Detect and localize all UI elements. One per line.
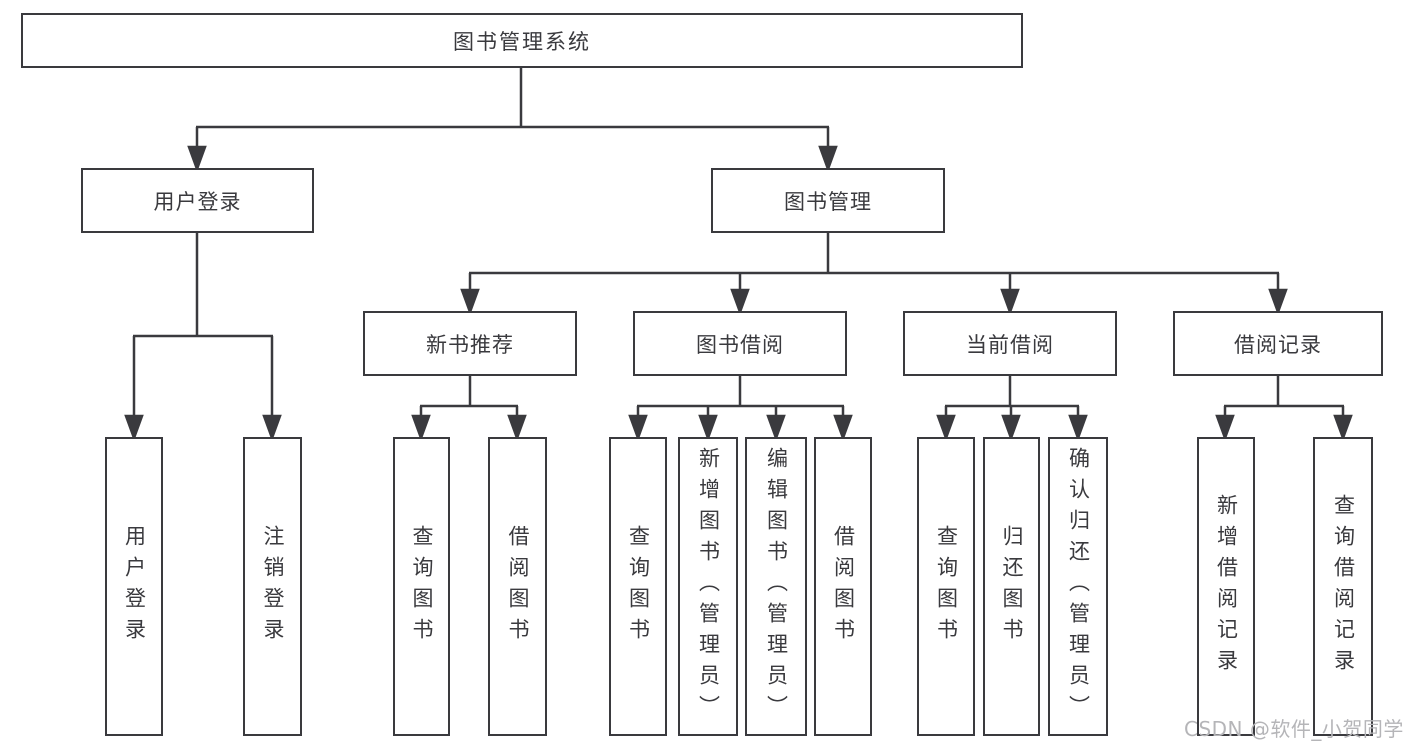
node-new-book-recommend: 新书推荐	[363, 311, 577, 376]
leaf-label: 新增图书（管理员）	[696, 447, 721, 726]
leaf-label: 新增借阅记录	[1214, 493, 1239, 680]
node-user-login: 用户登录	[81, 168, 314, 233]
leaf-query-books-recommend: 查询图书	[393, 437, 450, 736]
node-label: 图书管理系统	[453, 29, 591, 54]
node-current-borrowing: 当前借阅	[903, 311, 1117, 376]
node-library-management-system: 图书管理系统	[21, 13, 1023, 68]
leaf-label: 归还图书	[1000, 524, 1024, 649]
leaf-label: 查询借阅记录	[1331, 493, 1356, 680]
node-book-borrowing: 图书借阅	[633, 311, 847, 376]
leaf-edit-book-admin: 编辑图书（管理员）	[745, 437, 807, 736]
node-book-management: 图书管理	[711, 168, 945, 233]
leaf-label: 查询图书	[934, 524, 959, 649]
leaf-label: 查询图书	[626, 524, 651, 649]
leaf-confirm-return-admin: 确认归还（管理员）	[1048, 437, 1108, 736]
leaf-logout: 注销登录	[243, 437, 302, 736]
node-label: 图书管理	[784, 189, 872, 214]
leaf-borrow-books-recommend: 借阅图书	[488, 437, 547, 736]
csdn-watermark: CSDN @软件_小贺同学	[1184, 717, 1404, 741]
leaf-label: 注销登录	[261, 524, 285, 649]
leaf-label: 确认归还（管理员）	[1066, 447, 1091, 726]
node-borrowing-records: 借阅记录	[1173, 311, 1383, 376]
node-label: 用户登录	[153, 189, 242, 214]
leaf-borrow-books: 借阅图书	[814, 437, 872, 736]
node-label: 图书借阅	[696, 332, 784, 357]
leaf-return-books: 归还图书	[983, 437, 1040, 736]
leaf-label: 用户登录	[122, 524, 147, 649]
node-label: 当前借阅	[966, 332, 1054, 357]
leaf-label: 借阅图书	[506, 524, 530, 649]
leaf-label: 编辑图书（管理员）	[764, 447, 789, 726]
leaf-user-login: 用户登录	[105, 437, 163, 736]
node-label: 新书推荐	[426, 332, 514, 357]
leaf-add-book-admin: 新增图书（管理员）	[678, 437, 738, 736]
leaf-query-books-current: 查询图书	[917, 437, 975, 736]
leaf-add-borrow-record: 新增借阅记录	[1197, 437, 1255, 736]
leaf-label: 查询图书	[410, 524, 434, 649]
node-label: 借阅记录	[1234, 332, 1322, 357]
leaf-label: 借阅图书	[831, 524, 856, 649]
leaf-query-borrow-record: 查询借阅记录	[1313, 437, 1373, 736]
leaf-query-books-borrow: 查询图书	[609, 437, 667, 736]
